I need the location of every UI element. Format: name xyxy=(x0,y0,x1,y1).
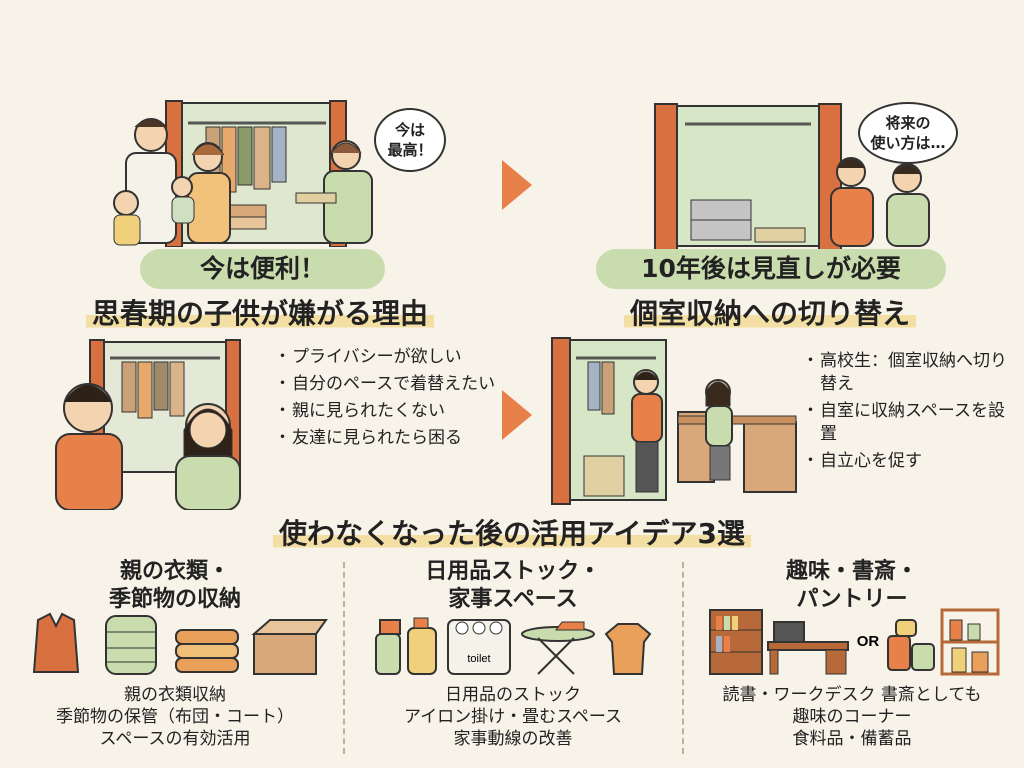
heading-reuse-ideas: 使わなくなった後の活用アイデア3選 xyxy=(192,512,832,552)
list-item: 親に見られたくない xyxy=(274,400,498,423)
empty-closet-scene xyxy=(645,100,955,251)
toilet-label: toilet xyxy=(467,653,490,665)
list-item: 自立心を促す xyxy=(802,450,1016,473)
idea-desc-parents-clothes: 親の衣類収納 季節物の保管（布団・コート） スペースの有効活用 xyxy=(56,685,294,749)
teens-annoyed-illustration xyxy=(55,339,241,511)
list-item: 高校生：個室収納へ切り替え xyxy=(802,350,1016,396)
folded-shirt-icon xyxy=(604,623,652,675)
pill-review-in-10-years: 10年後は見直しが必要 xyxy=(596,249,946,289)
arrow-right-icon xyxy=(502,390,532,440)
pill-now-convenient: 今は便利！ xyxy=(140,249,385,289)
folded-futon-icon xyxy=(175,629,239,673)
teens-closet-scene xyxy=(30,338,260,511)
canned-food-icon xyxy=(887,619,935,671)
idea-title-parents-clothes: 親の衣類・ 季節物の収納 xyxy=(108,559,241,612)
idea-desc-hobby-study-pantry: 読書・ワークデスク 書斎としても 趣味のコーナー 食料品・備蓄品 xyxy=(722,685,982,749)
reasons-list: プライバシーが欲しい 自分のペースで着替えたい 親に見られたくない 友達に見られ… xyxy=(274,346,498,454)
list-item: プライバシーが欲しい xyxy=(274,346,498,369)
idea1-icons xyxy=(32,612,328,675)
pantry-shelf-icon xyxy=(940,608,1000,676)
list-item: 自室に収納スペースを設置 xyxy=(802,400,1016,446)
heading-reasons-adolescents-dislike: 思春期の子供が嫌がる理由 xyxy=(50,292,470,332)
down-coat-icon xyxy=(105,615,157,675)
closet-family-scene xyxy=(96,95,396,248)
list-item: 自分のペースで着替えたい xyxy=(274,373,498,396)
toilet-paper-icon xyxy=(447,619,511,675)
idea3-icons: OR xyxy=(709,608,1000,676)
bookshelf-icon xyxy=(709,609,763,675)
spray-bottle-icon xyxy=(375,619,401,675)
idea2-icons: toilet xyxy=(375,617,652,675)
idea-title-daily-goods-stock: 日用品ストック・ 家事スペース xyxy=(425,559,601,612)
private-storage-list: 高校生：個室収納へ切り替え 自室に収納スペースを設置 自立心を促す xyxy=(802,350,1016,477)
column-divider xyxy=(343,562,345,754)
cardboard-box-icon xyxy=(251,619,328,675)
column-divider xyxy=(682,562,684,754)
desk-icon xyxy=(767,621,849,675)
speech-bubble-future-use: 将来の 使い方は… xyxy=(858,102,958,164)
arrow-right-icon xyxy=(502,160,532,210)
idea-desc-daily-goods-stock: 日用品のストック アイロン掛け・畳むスペース 家事動線の改善 xyxy=(403,685,623,749)
jacket-icon xyxy=(32,612,80,673)
private-room-scene xyxy=(548,336,798,506)
ironing-board-icon xyxy=(521,621,595,675)
list-item: 友達に見られたら困る xyxy=(274,427,498,450)
or-label: OR xyxy=(857,633,880,650)
heading-switch-to-private-storage: 個室収納への切り替え xyxy=(570,292,970,332)
teen-private-room-illustration xyxy=(551,337,797,505)
speech-bubble-now-best: 今は 最高！ xyxy=(374,108,446,172)
detergent-bottle-icon xyxy=(407,617,437,675)
idea-title-hobby-study-pantry: 趣味・書斎・ パントリー xyxy=(785,559,918,612)
empty-closet-illustration xyxy=(654,103,930,251)
family-closet-illustration xyxy=(113,100,373,248)
